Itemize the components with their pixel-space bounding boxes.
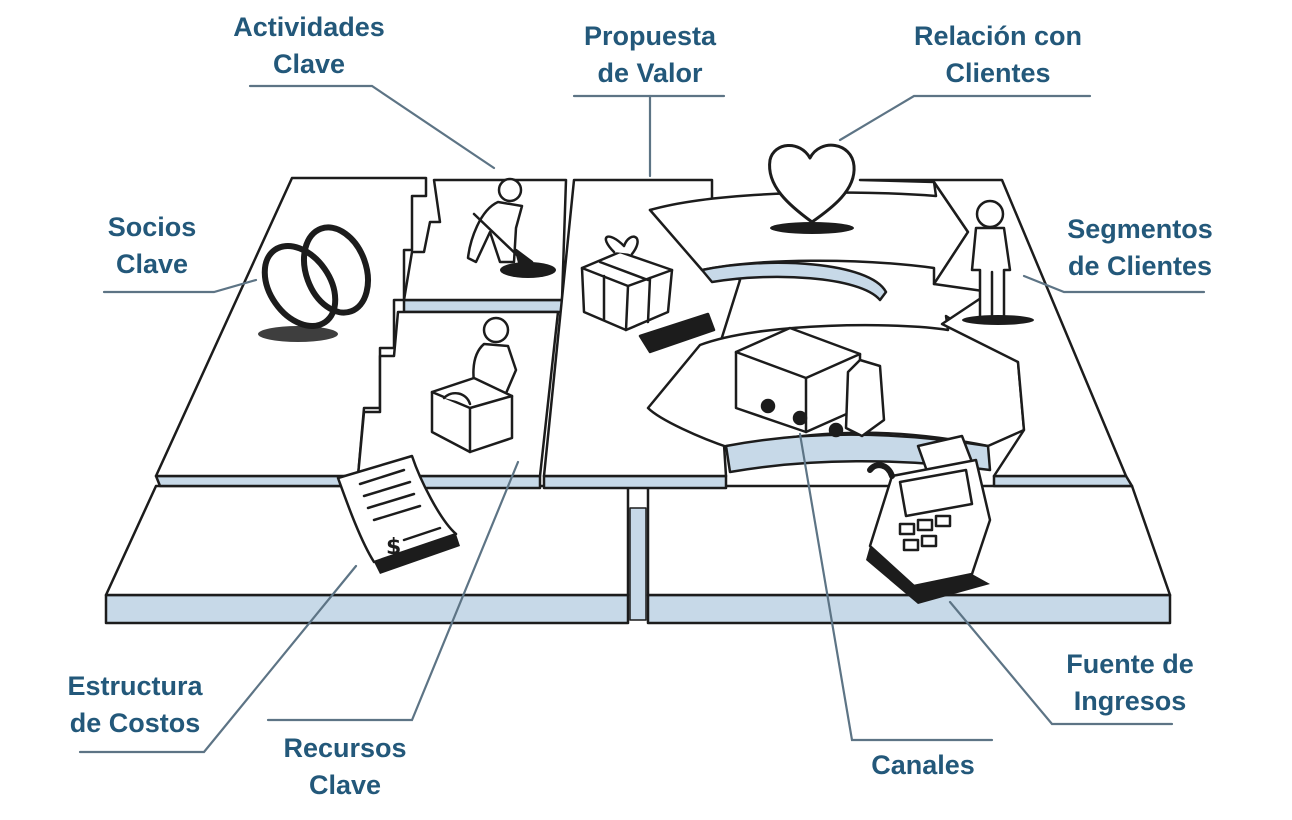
leader-line-relacion <box>838 94 1092 142</box>
leader-line-estructura <box>78 564 358 754</box>
label-socios-line2: Clave <box>115 249 189 279</box>
label-actividades-line2: Clave <box>272 49 346 79</box>
cash-register-icon <box>866 434 992 604</box>
label-socios-clave: Socios Clave <box>82 209 222 283</box>
leader-lines <box>78 84 1206 754</box>
label-fuente-line2: Ingresos <box>1073 686 1187 716</box>
person-digging-icon <box>466 177 556 278</box>
key-activities-block <box>402 178 568 314</box>
heart-icon <box>768 143 856 234</box>
label-relacion-con-clientes: Relación con Clientes <box>883 18 1113 92</box>
gift-box-icon <box>580 235 716 354</box>
label-propuesta-line2: de Valor <box>597 58 703 88</box>
chain-link-icon <box>258 224 371 342</box>
standing-person-icon <box>962 199 1034 325</box>
leader-line-recursos <box>266 460 520 722</box>
label-propuesta-line1: Propuesta <box>583 21 717 51</box>
delivery-truck-icon <box>734 326 886 438</box>
label-recursos-line1: Recursos <box>283 733 407 763</box>
label-estructura-de-costos: Estructura de Costos <box>45 668 225 742</box>
label-actividades-line1: Actividades <box>233 12 385 42</box>
invoice-dollar-icon: $ <box>336 454 460 574</box>
label-actividades-clave: Actividades Clave <box>205 9 413 83</box>
label-relacion-line1: Relación con <box>913 21 1083 51</box>
label-fuente-de-ingresos: Fuente de Ingresos <box>1035 646 1225 720</box>
label-estructura-line2: de Costos <box>69 708 201 738</box>
label-canales: Canales <box>850 747 996 784</box>
leader-line-socios <box>102 278 258 294</box>
label-canales-line1: Canales <box>871 750 975 780</box>
label-segmentos-line2: de Clientes <box>1067 251 1213 281</box>
label-socios-line1: Socios <box>107 212 197 242</box>
label-propuesta-de-valor: Propuesta de Valor <box>555 18 745 92</box>
label-recursos-line2: Clave <box>308 770 382 800</box>
label-segmentos-line1: Segmentos <box>1067 214 1213 244</box>
leader-line-canales <box>798 432 994 742</box>
label-relacion-line2: Clientes <box>945 58 1051 88</box>
label-fuente-line1: Fuente de <box>1066 649 1194 679</box>
leader-line-fuente <box>948 600 1174 726</box>
svg-text:$: $ <box>386 535 401 560</box>
customer-segments-block <box>858 178 1134 488</box>
person-carrying-box-icon <box>430 316 518 454</box>
leader-line-segmentos <box>1022 274 1206 294</box>
leader-line-actividades <box>248 84 496 170</box>
label-estructura-line1: Estructura <box>67 671 203 701</box>
label-recursos-clave: Recursos Clave <box>262 730 428 804</box>
revenue-streams-block <box>629 484 1172 625</box>
label-segmentos-de-clientes: Segmentos de Clientes <box>1040 211 1240 285</box>
